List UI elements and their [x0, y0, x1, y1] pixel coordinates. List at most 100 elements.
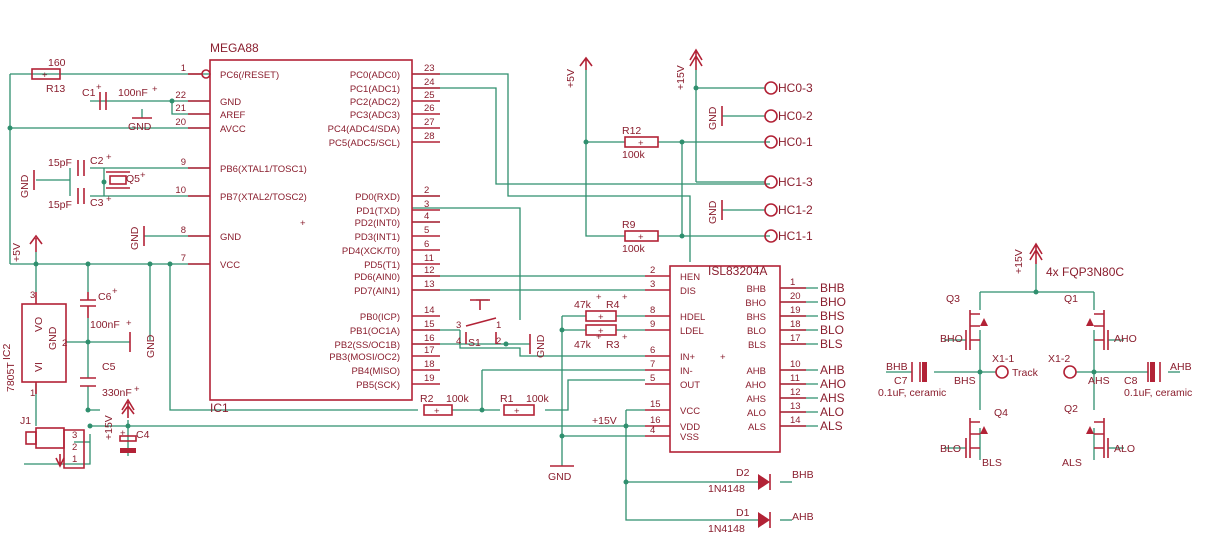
svg-text:C3: C3	[90, 197, 104, 209]
svg-text:+5V: +5V	[565, 69, 577, 88]
ic1-pin-number: 16	[424, 333, 435, 344]
svg-text:+: +	[434, 406, 440, 417]
h-bridge: +15V 4x FQP3N80C Q3 BHO Q1 AHO Q4 BLO BL…	[878, 242, 1192, 469]
ic2-pin-number: 10	[790, 359, 801, 370]
svg-text:AHO: AHO	[1114, 333, 1137, 345]
svg-text:R4: R4	[606, 299, 620, 311]
ic1-pin-label: GND	[220, 97, 241, 108]
svg-text:1: 1	[496, 320, 501, 331]
ic2-pin-number: 9	[650, 319, 655, 330]
ic2-pin-number: 3	[650, 279, 655, 290]
ic2-pin-number: 19	[790, 305, 801, 316]
svg-text:S1: S1	[468, 337, 481, 349]
svg-text:C1: C1	[82, 87, 96, 99]
svg-text:+: +	[96, 82, 102, 93]
svg-text:BHO: BHO	[940, 333, 963, 345]
svg-text:X1-2: X1-2	[1048, 353, 1070, 365]
ic1-pin-label: AREF	[220, 110, 246, 121]
ic1-pin-label: PB0(ICP)	[360, 312, 400, 323]
crystal-q5: Q5 +	[106, 170, 146, 189]
connector-pin	[764, 109, 778, 123]
bridge-title: 4x FQP3N80C	[1046, 265, 1124, 279]
svg-text:330nF: 330nF	[102, 387, 132, 399]
ic1-pin-label: PD6(AIN0)	[354, 272, 400, 283]
svg-text:BHS: BHS	[954, 375, 976, 387]
ic1-pin-number: 3	[424, 199, 429, 210]
ic1-pin-label: PB1(OC1A)	[350, 326, 400, 337]
svg-text:GND: GND	[19, 174, 31, 198]
diode-d2: D2 1N4148 BHB	[708, 467, 814, 495]
svg-text:+15V: +15V	[103, 415, 115, 440]
ic-isl83204a: ISL83204A +	[669, 264, 781, 453]
ic1-pin-number: 7	[181, 253, 186, 264]
ic2-net-label: BHS	[820, 309, 845, 323]
ic1-pin-label: PD4(XCK/T0)	[342, 246, 400, 257]
regulator-7805: IC2 7805T VO GND VI 3 2 1	[1, 290, 67, 399]
svg-text:15pF: 15pF	[48, 157, 72, 169]
ic1-pin-number: 15	[424, 319, 435, 330]
svg-text:+: +	[152, 84, 158, 95]
svg-text:R3: R3	[606, 339, 620, 351]
ic1-pin-label: PD5(T1)	[364, 260, 400, 271]
svg-text:+: +	[300, 218, 306, 229]
svg-text:C6: C6	[98, 291, 112, 303]
gnd-symbol: GND	[19, 170, 35, 198]
ic2-net-label: AHS	[820, 391, 845, 405]
svg-text:3: 3	[72, 430, 77, 441]
svg-text:R2: R2	[420, 393, 434, 405]
svg-text:GND: GND	[548, 471, 572, 483]
svg-text:VI: VI	[33, 362, 45, 372]
ic1-pin-number: 10	[175, 185, 186, 196]
ic1-left-pins: 1PC6(/RESET)22GND21AREF20AVCC9PB6(XTAL1/…	[175, 63, 306, 271]
ic1-pin-label: PC2(ADC2)	[350, 97, 400, 108]
resistor-r1: + R1 100k	[500, 393, 550, 417]
ic2-net-label: BLS	[820, 337, 843, 351]
svg-text:3: 3	[456, 320, 461, 331]
ic1-pin-number: 14	[424, 305, 435, 316]
ic1-pin-number: 2	[424, 185, 429, 196]
wires	[9, 70, 1180, 521]
ic1-pin-number: 22	[175, 90, 186, 101]
ic2-pin-label: BHB	[746, 284, 766, 295]
svg-text:AHS: AHS	[1088, 375, 1110, 387]
svg-text:+: +	[140, 170, 146, 181]
svg-text:2: 2	[62, 338, 67, 349]
ic1-pin-number: 18	[424, 359, 435, 370]
connector-label: HC0-1	[778, 135, 813, 149]
svg-text:R1: R1	[500, 393, 514, 405]
resistor-r4: + 47k R4 + +	[574, 292, 628, 323]
svg-text:BLO: BLO	[940, 443, 961, 455]
svg-text:Track: Track	[1012, 367, 1039, 379]
svg-text:R13: R13	[46, 83, 65, 95]
svg-text:+: +	[598, 326, 604, 337]
svg-text:+: +	[638, 138, 644, 149]
connector-label: HC1-2	[778, 203, 813, 217]
svg-text:AHB: AHB	[792, 511, 814, 523]
ic1-pin-label: PB3(MOSI/OC2)	[329, 352, 400, 363]
connector-pin	[764, 175, 778, 189]
ic1-right-pins: 23PC0(ADC0)24PC1(ADC1)25PC2(ADC2)26PC3(A…	[328, 63, 440, 391]
svg-text:100nF: 100nF	[118, 87, 148, 99]
ic2-pin-number: 13	[790, 401, 801, 412]
svg-text:+: +	[134, 384, 140, 395]
gnd-symbol: GND	[129, 226, 145, 250]
ic2-pin-number: 14	[790, 415, 801, 426]
ic1-pin-label: PC5(ADC5/SCL)	[329, 138, 400, 149]
ic2-pin-label: DIS	[680, 286, 696, 297]
ic1-pin-number: 24	[424, 77, 435, 88]
svg-text:1: 1	[72, 454, 77, 465]
capacitor-c5: C5 330nF +	[80, 361, 140, 399]
ic2-pin-label: VDD	[680, 422, 700, 433]
svg-text:D1: D1	[736, 507, 750, 519]
ic-mega88: MEGA88 IC1 +	[198, 41, 413, 415]
svg-text:+: +	[598, 312, 604, 323]
svg-text:+: +	[514, 406, 520, 417]
ic2-left-pins: 2HEN3DIS8HDEL9LDEL6IN+7IN-5OUT15VCC16VDD…	[645, 265, 705, 443]
connector-label: HC0-3	[778, 81, 813, 95]
ic1-pin-label: PD0(RXD)	[355, 192, 400, 203]
connector-pin	[764, 81, 778, 95]
ic1-pin-label: PC3(ADC3)	[350, 110, 400, 121]
switch-s1: 3 4 1 2 S1	[456, 299, 501, 349]
